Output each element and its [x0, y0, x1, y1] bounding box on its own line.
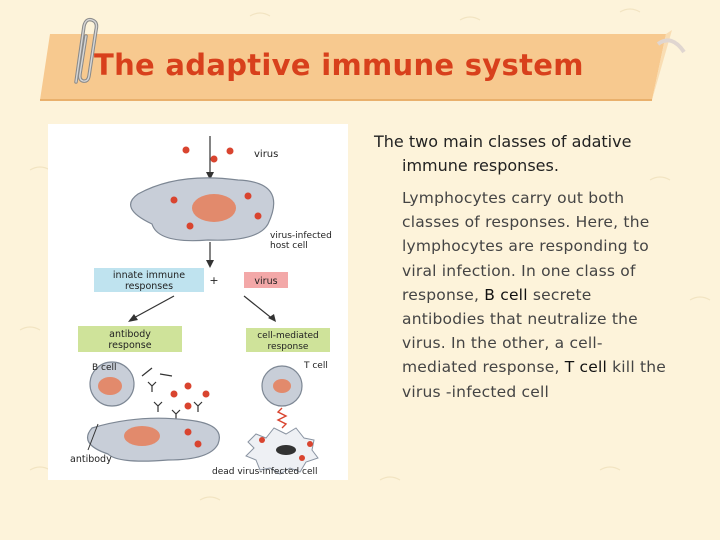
- svg-text:response: response: [108, 340, 151, 351]
- antibody-response-box: [78, 326, 182, 352]
- innate-immune-box: [94, 268, 204, 292]
- label-t-cell: T cell: [303, 361, 328, 371]
- cell-mediated-response-box: [246, 328, 330, 352]
- term-b-cell: B cell: [484, 285, 528, 304]
- body-paragraph: Lymphocytes carry out both classes of re…: [402, 189, 666, 401]
- svg-text:host cell: host cell: [270, 241, 308, 251]
- svg-text:response: response: [268, 342, 309, 352]
- cell-nucleus: [192, 194, 236, 222]
- label-antibody: antibody: [70, 454, 112, 465]
- page-title: The adaptive immune system: [94, 48, 584, 82]
- virus-box: [244, 272, 288, 288]
- label-virus: virus: [254, 149, 278, 160]
- section-heading: The two main classes of adative immune r…: [374, 132, 632, 175]
- immune-response-diagram: virus virus-infected host cell innate im…: [48, 124, 348, 480]
- label-infected-host: virus-infected: [270, 231, 332, 241]
- svg-text:responses: responses: [125, 281, 173, 292]
- label-dead-cell: dead virus-infected cell: [212, 467, 318, 477]
- title-banner: [40, 30, 686, 101]
- text-content: The two main classes of adative immune r…: [374, 130, 704, 404]
- term-t-cell: T cell: [564, 358, 607, 377]
- paperclip-icon: [74, 17, 99, 84]
- svg-text:virus: virus: [254, 276, 277, 287]
- svg-text:cell-mediated: cell-mediated: [257, 331, 319, 341]
- label-b-cell: B cell: [92, 363, 117, 373]
- svg-text:antibody: antibody: [109, 329, 151, 340]
- svg-text:+: +: [209, 274, 218, 287]
- svg-text:innate immune: innate immune: [113, 270, 185, 281]
